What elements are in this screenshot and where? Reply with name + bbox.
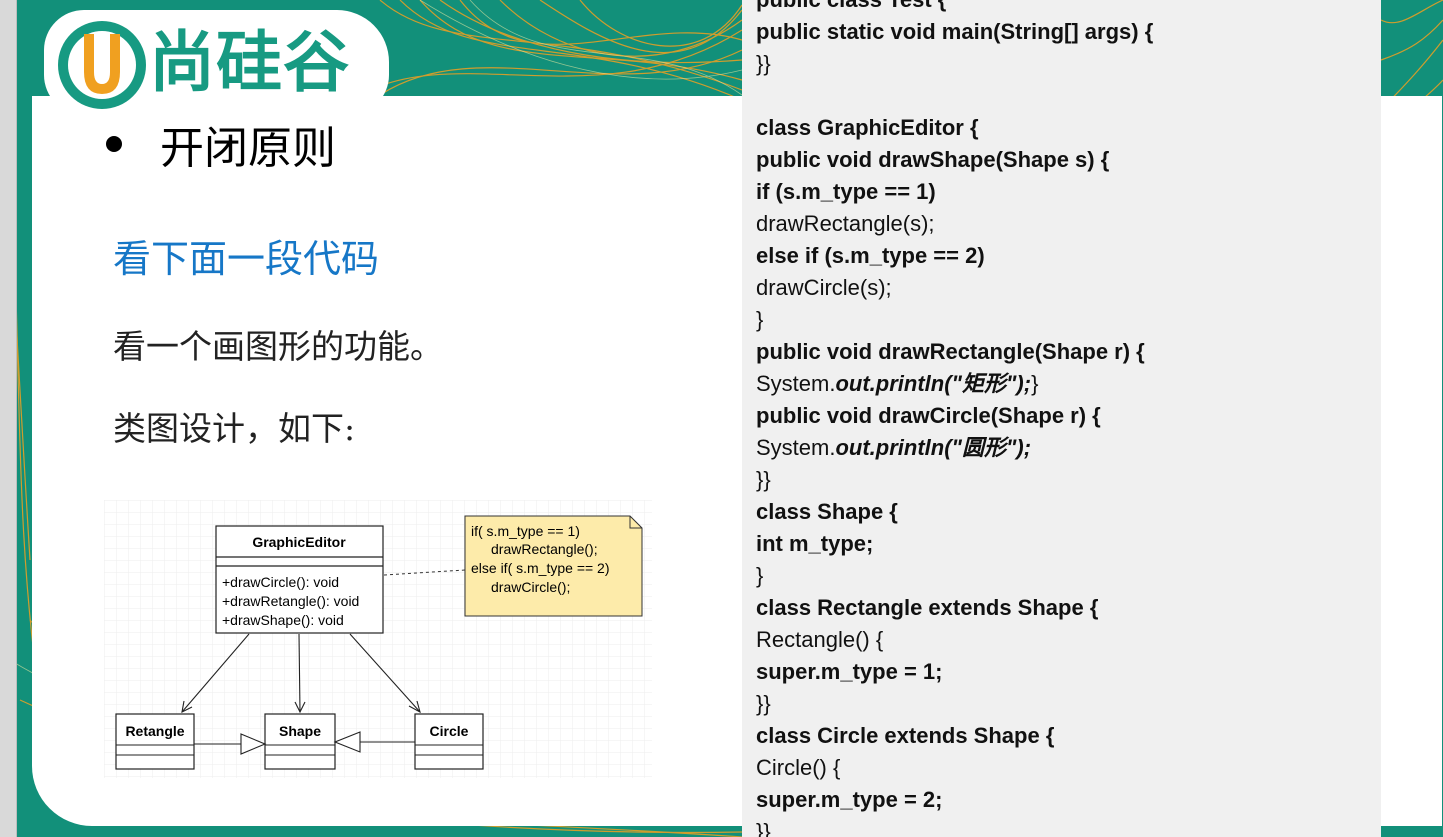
code-line: }} <box>756 467 771 492</box>
code-token: System. <box>756 435 836 460</box>
uml-note-line: drawRectangle(); <box>491 541 598 557</box>
code-token: "); <box>1005 435 1032 460</box>
code-line: class Rectangle extends Shape { <box>756 595 1099 620</box>
code-line: if (s.m_type == 1) <box>756 179 936 204</box>
uml-class-name: GraphicEditor <box>252 534 346 550</box>
code-line: public void drawRectangle(Shape r) { <box>756 339 1145 364</box>
uml-note-line: else if( s.m_type == 2) <box>471 560 610 576</box>
code-panel: public class Test { public static void ma… <box>742 0 1381 837</box>
window-left-edge <box>0 0 17 837</box>
description-line-1: 看一个画图形的功能。 <box>113 327 443 366</box>
code-line: }} <box>756 51 771 76</box>
code-line: public static void main(String[] args) { <box>756 19 1154 44</box>
code-line: System.out.println("矩形");} <box>756 368 1038 400</box>
code-line: class GraphicEditor { <box>756 115 979 140</box>
code-line: drawRectangle(s); <box>756 211 935 236</box>
code-line: System.out.println("圆形"); <box>756 432 1031 464</box>
code-token: System. <box>756 371 836 396</box>
uml-class-circle: Circle <box>414 713 484 770</box>
uml-class-diagram: GraphicEditor +drawCircle(): void +drawR… <box>104 500 652 778</box>
code-line: int m_type; <box>756 531 874 556</box>
logo-u-icon <box>58 21 146 109</box>
uml-method: +drawShape(): void <box>222 612 344 628</box>
code-line: public class Test { <box>756 0 946 16</box>
code-line: } <box>756 307 764 332</box>
code-line: Circle() { <box>756 755 841 780</box>
description-line-2: 类图设计，如下: <box>113 409 356 448</box>
uml-inheritance <box>194 731 415 755</box>
uml-class-name: Circle <box>430 723 469 739</box>
uml-method: +drawRetangle(): void <box>222 593 359 609</box>
code-line: drawCircle(s); <box>756 275 892 300</box>
uml-associations <box>181 633 421 714</box>
code-line: class Shape { <box>756 499 898 524</box>
code-line: }} <box>756 819 771 837</box>
code-line: else if (s.m_type == 2) <box>756 243 985 268</box>
heading-text: 开闭原则 <box>160 123 336 174</box>
uml-note: if( s.m_type == 1) drawRectangle(); else… <box>464 515 643 617</box>
slide-heading: 开闭原则 <box>100 112 336 176</box>
uml-note-line: if( s.m_type == 1) <box>471 523 580 539</box>
code-token: 圆形 <box>961 435 1006 460</box>
uml-class-retangle: Retangle <box>115 713 195 770</box>
bullet-icon <box>106 136 122 152</box>
uml-method: +drawCircle(): void <box>222 574 339 590</box>
uml-note-line: drawCircle(); <box>491 579 570 595</box>
note-connector <box>383 569 466 576</box>
code-line: } <box>756 563 764 588</box>
code-token: out.println(" <box>835 435 962 460</box>
code-line: }} <box>756 691 771 716</box>
brand-logo: 尚硅谷 <box>44 10 389 115</box>
code-token: } <box>1031 371 1039 396</box>
uml-class-name: Retangle <box>125 723 184 739</box>
code-token: 矩形 <box>961 371 1006 396</box>
code-line: public void drawCircle(Shape r) { <box>756 403 1101 428</box>
slide-subtitle: 看下面一段代码 <box>113 237 380 281</box>
code-line: super.m_type = 1; <box>756 659 943 684</box>
code-line: Rectangle() { <box>756 627 884 652</box>
code-line: class Circle extends Shape { <box>756 723 1055 748</box>
code-token: out.println(" <box>835 371 962 396</box>
uml-class-graphiceditor: GraphicEditor +drawCircle(): void +drawR… <box>215 525 384 634</box>
logo-text: 尚硅谷 <box>149 24 350 101</box>
uml-class-name: Shape <box>279 723 321 739</box>
uml-class-shape: Shape <box>264 713 336 770</box>
code-line: super.m_type = 2; <box>756 787 943 812</box>
code-line: public void drawShape(Shape s) { <box>756 147 1110 172</box>
code-token: "); <box>1005 371 1032 396</box>
